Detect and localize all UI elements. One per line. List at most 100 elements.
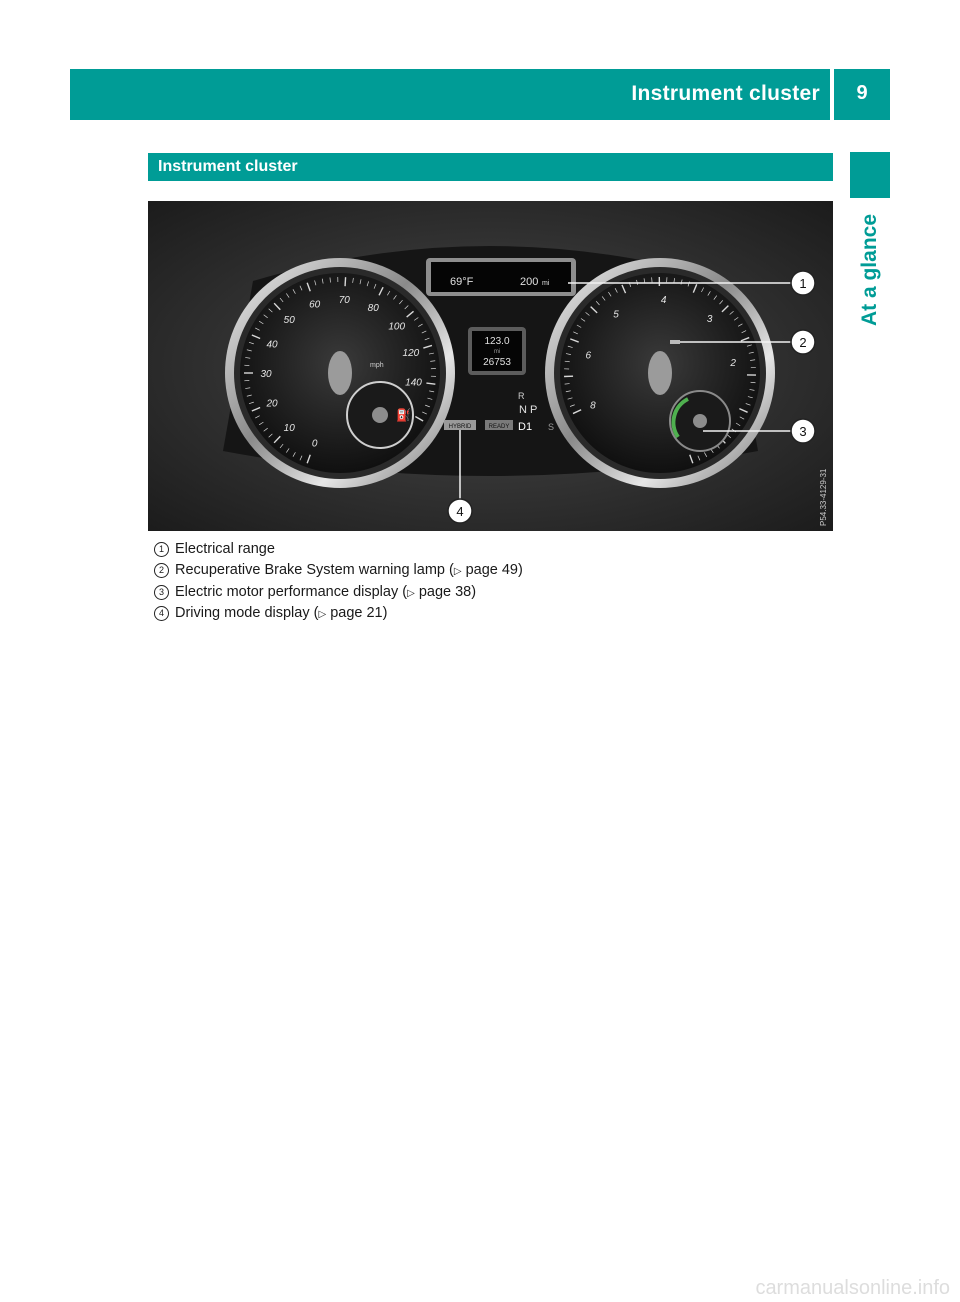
- speedometer-tick: [258, 320, 264, 325]
- speedometer-tick: [329, 277, 331, 283]
- speedometer-tick: [418, 323, 423, 327]
- speedometer-tick: [406, 310, 414, 318]
- legend-marker: 3: [154, 584, 169, 600]
- footer-watermark: carmanualsonline.info: [755, 1277, 950, 1299]
- power-tick: [564, 383, 570, 385]
- legend-page-ref[interactable]: page 38): [418, 583, 477, 600]
- power-tick: [729, 311, 734, 315]
- page-reference-arrow-icon: ▷: [407, 587, 415, 599]
- speedometer-tick: [279, 443, 284, 449]
- speedometer-tick: [273, 435, 281, 444]
- electric-motor-hub: [693, 414, 707, 428]
- speedometer-tick: [263, 427, 268, 432]
- speedometer-label: 0: [312, 439, 318, 450]
- power-label: 3: [707, 314, 713, 325]
- page-reference-arrow-icon: ▷: [318, 608, 327, 620]
- speedometer-tick: [258, 421, 264, 426]
- mode-ready-badge: [485, 420, 513, 430]
- power-tick: [576, 324, 582, 328]
- speedometer-tick: [299, 285, 303, 291]
- speedometer-label: 60: [309, 299, 321, 310]
- fuel-gauge-hub: [372, 407, 388, 423]
- speedometer-tick: [299, 455, 303, 461]
- speedometer-tick: [414, 317, 419, 321]
- speedometer-label: 80: [368, 303, 380, 314]
- callout-marker-2: [790, 329, 816, 355]
- legend-page-ref[interactable]: page 49): [465, 562, 523, 579]
- power-tick: [573, 331, 578, 335]
- power-tick: [572, 409, 582, 415]
- speedometer-tick: [306, 454, 311, 464]
- power-label: 6: [586, 351, 592, 362]
- speedometer-label: 120: [403, 348, 420, 359]
- speedometer-tick: [425, 404, 430, 408]
- total-odometer: 26753: [483, 357, 511, 368]
- power-tick: [567, 397, 573, 400]
- speedometer-tick: [248, 401, 254, 405]
- speedometer-tick: [421, 330, 427, 334]
- speedometer-tick: [422, 411, 427, 415]
- callout-number-1: 1: [799, 276, 806, 291]
- display-range-unit: mi: [542, 280, 550, 287]
- speedometer-tick: [414, 415, 424, 422]
- power-tick: [749, 389, 755, 391]
- speed-unit: mph: [370, 362, 384, 369]
- power-label: 8: [590, 400, 596, 411]
- center-display: [472, 331, 522, 371]
- power-tick: [564, 360, 570, 363]
- speedometer-tick: [428, 352, 434, 355]
- power-tick: [580, 318, 586, 322]
- speedometer-tick: [273, 302, 281, 311]
- callout-marker-4: [447, 498, 473, 524]
- power-tick: [697, 455, 701, 461]
- speedometer-tick: [426, 382, 436, 385]
- speedometer-tick: [306, 282, 311, 292]
- power-tick: [565, 390, 571, 393]
- power-tick: [590, 306, 598, 314]
- power-tick: [719, 300, 724, 305]
- section-title: Instrument cluster: [158, 158, 298, 175]
- speedometer-tick: [251, 406, 261, 412]
- power-tick: [704, 452, 708, 457]
- section-bar: [148, 153, 833, 181]
- speedometer-tick: [430, 360, 436, 362]
- speedometer-label: 40: [266, 340, 278, 351]
- instrument-cluster-illustration: 69°F 200 mi 0102030405060708010012014016…: [148, 201, 833, 531]
- power-tick: [748, 351, 754, 354]
- side-tab-label: At a glance: [858, 213, 881, 327]
- power-tick: [739, 407, 748, 413]
- speedometer-tick: [429, 390, 435, 393]
- power-tick: [740, 336, 750, 342]
- speedometer-tick: [246, 394, 252, 397]
- callout-marker-1: [790, 270, 816, 296]
- power-label: 4: [661, 295, 667, 306]
- power-tick: [621, 284, 627, 294]
- mode-hybrid: HYBRID: [449, 424, 472, 430]
- brake-warning-lamp: [670, 340, 680, 344]
- speedometer-tick: [286, 448, 290, 453]
- speedometer-tick: [387, 290, 391, 296]
- power-tick: [713, 295, 718, 300]
- speedometer-tick: [263, 314, 268, 319]
- side-tab: [850, 152, 890, 198]
- power-tick: [735, 422, 741, 427]
- speedometer-label: 100: [388, 321, 405, 332]
- instrument-cluster-figure: 69°F 200 mi 0102030405060708010012014016…: [148, 201, 833, 531]
- speedometer-tick: [245, 357, 251, 359]
- legend-page-ref[interactable]: page 21): [330, 604, 388, 621]
- speedometer-tick: [292, 289, 296, 294]
- speedometer-tick: [248, 341, 254, 345]
- power-tick: [569, 404, 575, 407]
- display-temp: 69°F: [450, 276, 474, 288]
- legend-marker: 2: [154, 563, 169, 579]
- page-reference-arrow-icon: ▷: [453, 566, 462, 578]
- speedometer-tick: [393, 295, 397, 300]
- power-tick: [595, 301, 600, 306]
- speedometer-tick: [373, 283, 377, 289]
- power-tick: [721, 305, 729, 313]
- electric-motor-charge-arc: [671, 397, 689, 439]
- power-tick: [746, 344, 752, 347]
